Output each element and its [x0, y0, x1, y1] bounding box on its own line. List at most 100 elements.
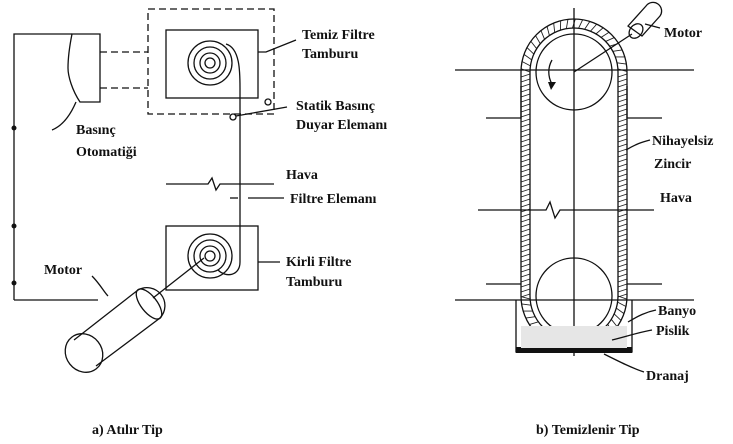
hatch-stroke: [617, 288, 628, 293]
hatch-stroke: [617, 163, 628, 168]
hatch-stroke: [520, 268, 531, 273]
pressure-switch-leader: [51, 101, 77, 131]
hatch-stroke: [520, 178, 531, 183]
dirty-drum-box: [165, 225, 259, 291]
hatch-stroke: [617, 233, 628, 238]
air-label-right: Hava: [660, 191, 692, 206]
hatch-stroke: [617, 138, 628, 143]
hatch-stroke: [617, 73, 628, 78]
hatch-stroke: [617, 103, 628, 108]
hatch-stroke: [617, 253, 628, 258]
motor-leader-left: [91, 275, 109, 297]
hatch-stroke: [520, 113, 531, 118]
motor-icon-right: [573, 1, 663, 73]
dirt-label: Pislik: [656, 324, 690, 339]
hatch-stroke: [520, 138, 531, 143]
filter-media-path: [225, 43, 241, 262]
dirty-drum-spiral-icon: [187, 233, 233, 279]
air-duct-upper: [166, 176, 274, 192]
hatch-stroke: [520, 73, 531, 78]
rotation-arrowhead-icon: [548, 82, 556, 90]
motor-leader-right: [644, 23, 661, 29]
hatch-stroke: [520, 108, 531, 113]
hatch-stroke: [617, 223, 628, 228]
hatch-stroke: [520, 228, 531, 233]
clean-drum-spiral-icon: [187, 40, 233, 86]
hatch-stroke: [565, 19, 569, 29]
hatch-stroke: [617, 143, 628, 148]
hatch-stroke: [520, 288, 531, 293]
circuit-node-1: [11, 125, 17, 131]
static-sensor-label-2: Duyar Elemanı: [296, 118, 387, 133]
hatch-stroke: [617, 153, 628, 158]
hatch-stroke: [520, 143, 531, 148]
hatch-stroke: [526, 47, 535, 55]
hatch-stroke: [520, 198, 531, 203]
hatch-stroke: [520, 273, 531, 278]
hatch-stroke: [613, 313, 622, 321]
control-housing-dashed: [147, 8, 275, 115]
hatch-stroke: [520, 253, 531, 258]
hatch-stroke: [520, 98, 531, 103]
hatch-stroke: [617, 108, 628, 113]
hatch-stroke: [520, 183, 531, 188]
hatch-stroke: [520, 223, 531, 228]
hatch-stroke: [617, 203, 628, 208]
hatch-stroke: [520, 153, 531, 158]
hatch-stroke: [617, 183, 628, 188]
chain-leader: [625, 139, 651, 151]
hatch-stroke: [529, 321, 539, 325]
motor-label-right: Motor: [664, 26, 702, 41]
hatch-stroke: [578, 19, 584, 29]
hatch-stroke: [617, 198, 628, 203]
hatch-stroke: [600, 31, 610, 38]
hatch-stroke: [617, 188, 628, 193]
duct-air-line: [478, 200, 654, 220]
clean-drum-leader: [258, 39, 297, 53]
hatch-stroke: [616, 307, 625, 315]
hatch-stroke: [525, 316, 536, 319]
caption-cleanable-type: b) Temizlenir Tip: [536, 423, 640, 438]
dirt-sediment: [521, 326, 627, 348]
hatch-stroke: [612, 49, 623, 52]
hatch-stroke: [617, 178, 628, 183]
hatch-stroke: [546, 26, 550, 36]
hatch-stroke: [520, 218, 531, 223]
hatch-stroke: [520, 133, 531, 138]
hatch-stroke: [590, 23, 598, 32]
hatch-stroke: [520, 123, 531, 128]
pressure-switch-body: [67, 33, 101, 103]
duct-upper-left: [486, 86, 522, 119]
hatch-stroke: [617, 301, 627, 307]
hatch-stroke: [520, 296, 531, 300]
circuit-node-2: [11, 223, 17, 229]
pressure-switch-label-2: Otomatiği: [76, 145, 137, 160]
circuit-wire-left: [13, 33, 72, 300]
hatch-stroke: [617, 228, 628, 233]
hatch-stroke: [520, 238, 531, 243]
hatch-stroke: [617, 213, 628, 218]
cleanable-type-panel: Motor Nihayelsiz Zincir Hava Banyo Pisli…: [455, 1, 713, 438]
motor-label-left: Motor: [44, 263, 82, 278]
clean-drum-label-1: Temiz Filtre: [302, 28, 375, 43]
hatch-stroke: [617, 243, 628, 248]
hatch-stroke: [617, 248, 628, 253]
hatch-stroke: [520, 83, 531, 88]
clean-drum-box: [165, 29, 259, 99]
hatch-stroke: [617, 273, 628, 278]
caption-disposable-type: a) Atılır Tip: [92, 423, 163, 438]
hatch-stroke: [530, 40, 538, 49]
hatch-stroke: [520, 213, 531, 218]
hatch-stroke: [617, 133, 628, 138]
hatch-stroke: [617, 78, 628, 83]
hatch-stroke: [617, 283, 628, 288]
hatch-stroke: [610, 319, 618, 328]
hatch-stroke: [617, 88, 628, 93]
hatch-stroke: [617, 83, 628, 88]
hatch-stroke: [523, 53, 532, 61]
filter-element-label: Filtre Elemanı: [290, 192, 377, 207]
hatch-stroke: [617, 278, 628, 283]
hatch-stroke: [616, 62, 627, 65]
hatch-stroke: [520, 188, 531, 193]
